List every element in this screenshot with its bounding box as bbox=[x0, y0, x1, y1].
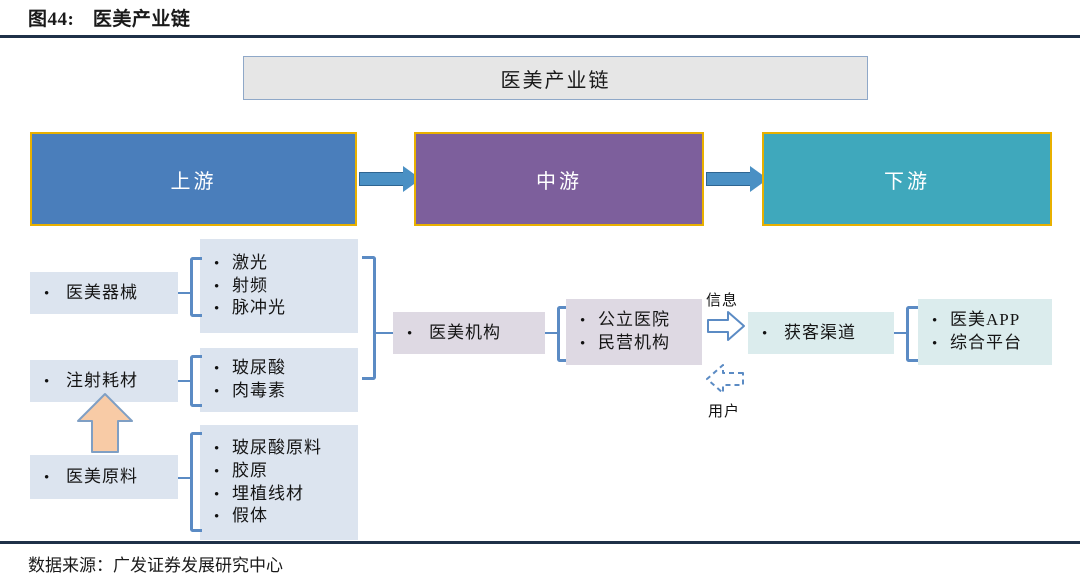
detail-item: 埋植线材 bbox=[232, 483, 304, 503]
node-midstream-institutions: • 医美机构 bbox=[393, 312, 545, 354]
tier-box-downstream: 下游 bbox=[762, 132, 1052, 226]
bullet-dot-icon: • bbox=[44, 373, 50, 390]
connector-rawmaterials bbox=[178, 477, 192, 479]
tier-box-midstream: 中游 bbox=[414, 132, 704, 226]
detail-item: 激光 bbox=[232, 252, 268, 272]
detail-box-rawmaterials: • 玻尿酸原料 • 胶原 • 埋植线材 • 假体 bbox=[200, 425, 358, 540]
node-label: 注射耗材 bbox=[66, 370, 138, 390]
diagram-banner: 医美产业链 bbox=[243, 56, 868, 100]
detail-item: 脉冲光 bbox=[232, 298, 286, 318]
node-downstream-channels: • 获客渠道 bbox=[748, 312, 894, 354]
bullet-dot-icon: • bbox=[214, 440, 220, 457]
footer-divider bbox=[0, 541, 1080, 544]
bullet-dot-icon: • bbox=[214, 278, 220, 295]
detail-item: 医美APP bbox=[950, 310, 1021, 330]
node-label: 医美器械 bbox=[66, 282, 138, 302]
connector-equipment bbox=[178, 292, 192, 294]
title-divider bbox=[0, 35, 1080, 38]
arrow-upstream-to-midstream bbox=[359, 166, 421, 192]
figure-number: 图44: bbox=[28, 9, 75, 30]
detail-box-equipment: • 激光 • 射频 • 脉冲光 bbox=[200, 239, 358, 333]
bullet-dot-icon: • bbox=[44, 469, 50, 486]
detail-item: 玻尿酸 bbox=[232, 358, 286, 378]
detail-item: 射频 bbox=[232, 275, 268, 295]
detail-box-channels: • 医美APP • 综合平台 bbox=[918, 299, 1052, 365]
bullet-dot-icon: • bbox=[932, 336, 938, 352]
connector-downstream bbox=[894, 332, 908, 334]
bracket-upstream-to-midstream bbox=[362, 256, 376, 380]
upward-supply-arrow-icon bbox=[75, 392, 135, 454]
detail-item: 肉毒素 bbox=[232, 381, 286, 400]
bullet-dot-icon: • bbox=[214, 255, 220, 272]
node-label: 获客渠道 bbox=[784, 322, 856, 342]
arrow-label-information: 信息 bbox=[706, 293, 739, 309]
bullet-dot-icon: • bbox=[214, 361, 220, 378]
detail-item: 假体 bbox=[232, 506, 268, 526]
tier-box-upstream: 上游 bbox=[30, 132, 357, 226]
connector-injectables bbox=[178, 380, 192, 382]
bullet-dot-icon: • bbox=[214, 384, 220, 400]
node-upstream-rawmaterials: • 医美原料 bbox=[30, 455, 178, 499]
detail-box-injectables: • 玻尿酸 • 肉毒素 bbox=[200, 348, 358, 412]
bracket-midstream bbox=[557, 306, 569, 362]
arrow-midstream-to-downstream bbox=[706, 166, 768, 192]
figure-title-text: 医美产业链 bbox=[92, 9, 191, 30]
bracket-equipment bbox=[190, 257, 202, 317]
detail-box-institutions: • 公立医院 • 民营机构 bbox=[566, 299, 702, 365]
node-label: 医美机构 bbox=[429, 322, 501, 342]
information-flow-arrow-icon bbox=[706, 309, 746, 343]
detail-item: 胶原 bbox=[232, 460, 268, 480]
bullet-dot-icon: • bbox=[580, 313, 586, 330]
node-upstream-equipment: • 医美器械 bbox=[30, 272, 178, 314]
bullet-dot-icon: • bbox=[932, 313, 938, 330]
bracket-injectables bbox=[190, 355, 202, 407]
bullet-dot-icon: • bbox=[762, 325, 768, 342]
bullet-dot-icon: • bbox=[214, 301, 220, 318]
source-note: 数据来源：广发证券发展研究中心 bbox=[28, 556, 283, 575]
bullet-dot-icon: • bbox=[214, 463, 220, 480]
node-label: 医美原料 bbox=[66, 466, 138, 486]
bullet-dot-icon: • bbox=[580, 336, 586, 352]
bullet-dot-icon: • bbox=[407, 325, 413, 342]
connector-midstream bbox=[545, 332, 559, 334]
user-flow-arrow-icon bbox=[704, 362, 746, 396]
bracket-downstream bbox=[906, 306, 918, 362]
bullet-dot-icon: • bbox=[44, 285, 50, 302]
page-title: 图44: 医美产业链 bbox=[28, 4, 190, 31]
detail-item: 玻尿酸原料 bbox=[232, 437, 322, 457]
bullet-dot-icon: • bbox=[214, 486, 220, 503]
diagram-canvas: 医美产业链 上游 中游 下游 • 医美器械 • 注射耗材 • 医美原料 bbox=[0, 40, 1080, 540]
detail-item: 公立医院 bbox=[598, 310, 670, 330]
bullet-dot-icon: • bbox=[214, 509, 220, 526]
detail-item: 综合平台 bbox=[950, 333, 1022, 352]
detail-item: 民营机构 bbox=[598, 333, 670, 352]
connector-upstream-to-midstream bbox=[375, 332, 397, 334]
arrow-label-user: 用户 bbox=[708, 404, 741, 420]
bracket-rawmaterials bbox=[190, 432, 202, 532]
